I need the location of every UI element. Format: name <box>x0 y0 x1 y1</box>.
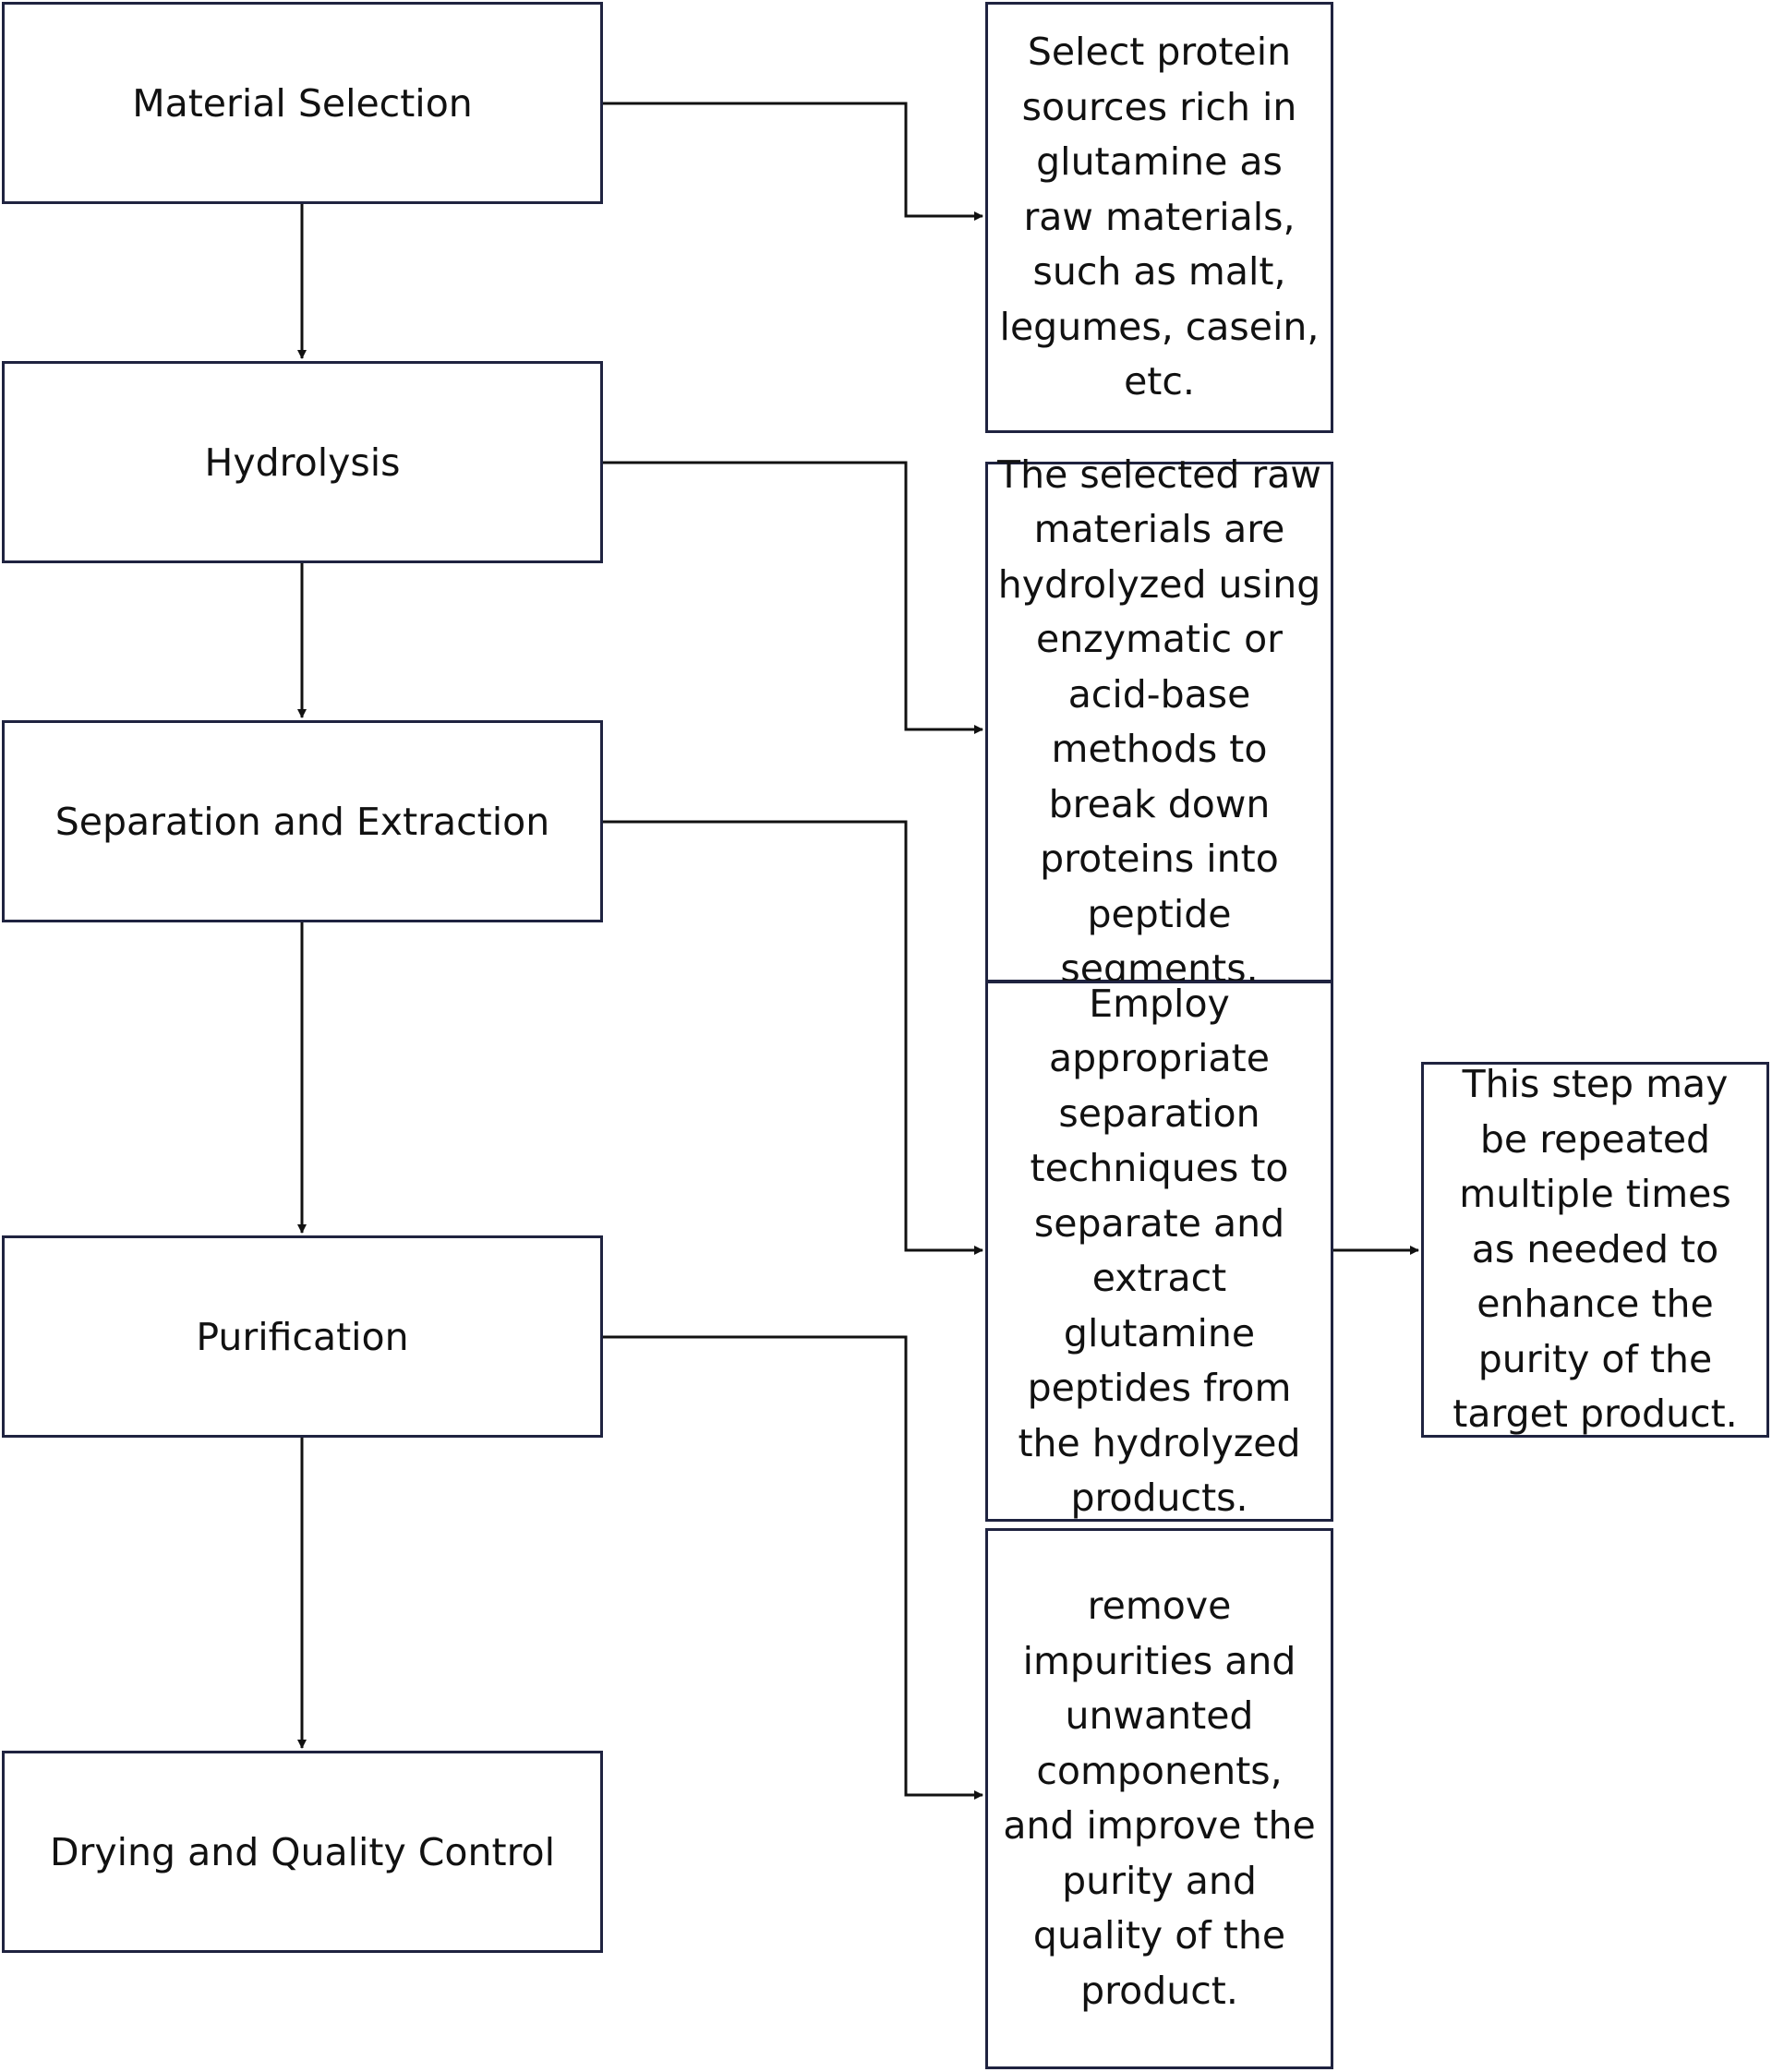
step-hydrolysis: Hydrolysis <box>2 361 603 563</box>
note-text: Employ appropriate separation techniques… <box>1018 981 1301 1521</box>
note-hydrolysis: The selected raw materials are hydrolyze… <box>985 452 1333 991</box>
connector-purification-note <box>603 1335 983 1800</box>
note-separation-and-extraction: Employ appropriate separation techniques… <box>985 981 1333 1522</box>
connector-separation-note <box>603 820 983 1255</box>
step-label: Hydrolysis <box>204 440 401 485</box>
note-text: remove impurities and unwanted component… <box>1003 1584 1316 2013</box>
step-purification: Purification <box>2 1235 603 1438</box>
step-label: Drying and Quality Control <box>49 1829 556 1874</box>
step-separation-and-extraction: Separation and Extraction <box>2 720 603 922</box>
connector-hydrolysis-note <box>603 461 983 734</box>
step-label: Purification <box>196 1314 409 1359</box>
step-label: Separation and Extraction <box>54 799 550 844</box>
step-label: Material Selection <box>132 80 473 126</box>
step-drying-and-quality-control: Drying and Quality Control <box>2 1751 603 1953</box>
note-text: Select protein sources rich in glutamine… <box>999 30 1320 404</box>
note-purification: remove impurities and unwanted component… <box>985 1528 1333 2069</box>
step-material-selection: Material Selection <box>2 2 603 204</box>
note-text: The selected raw materials are hydrolyze… <box>997 452 1321 992</box>
connector-selection-note <box>603 102 983 221</box>
note-material-selection: Select protein sources rich in glutamine… <box>985 2 1333 433</box>
note-repeat-step: This step may be repeated multiple times… <box>1421 1062 1769 1438</box>
note-text: This step may be repeated multiple times… <box>1453 1062 1738 1437</box>
